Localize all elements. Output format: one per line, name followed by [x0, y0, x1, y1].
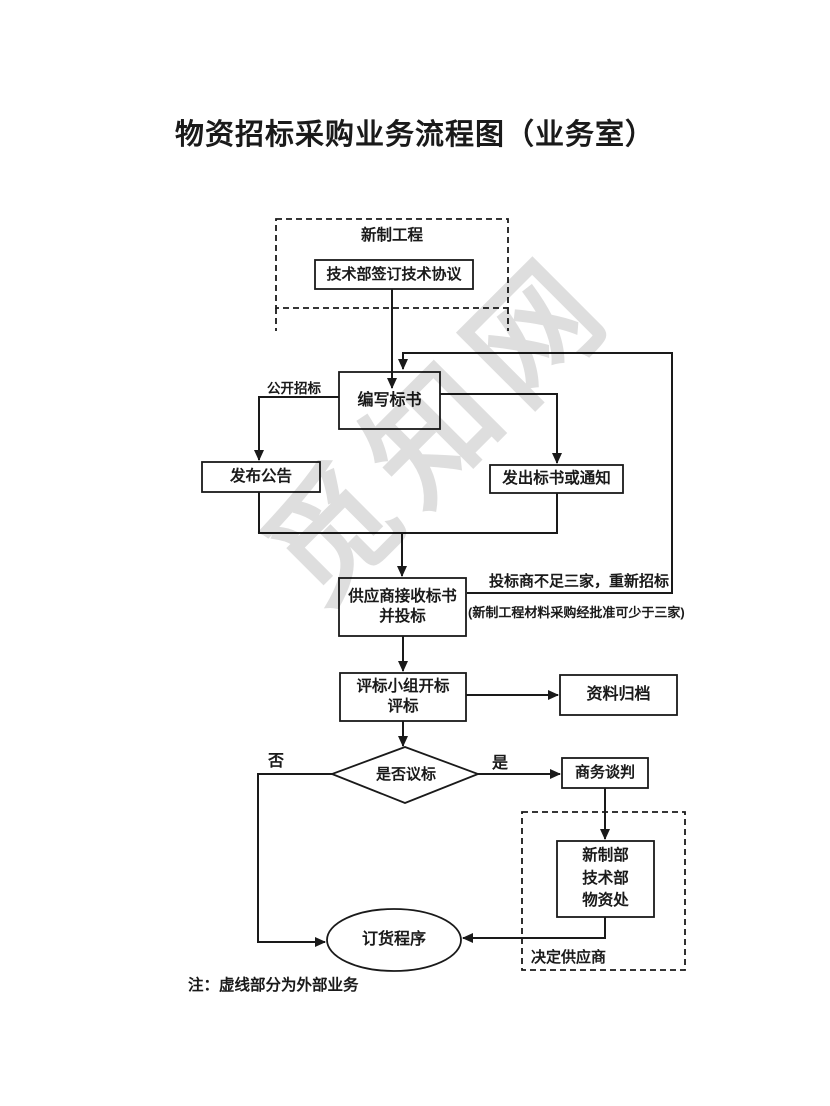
- open-bidding-label: 公开招标: [267, 381, 321, 396]
- negotiate-decision-label: 是否议标: [375, 766, 436, 784]
- yes-label: 是: [492, 755, 509, 772]
- edge-merge-line: [258, 492, 558, 534]
- departments-box: [556, 840, 655, 918]
- rebid-note-line2: (新制工程材料采购经批准可少于三家): [468, 605, 685, 620]
- business-negotiation-box: [561, 757, 649, 789]
- negotiate-decision-diamond: [329, 746, 481, 804]
- edge-write-bid-to-send-bid: [440, 393, 562, 464]
- archive-label: 资料归档: [586, 686, 651, 704]
- decide-supplier-label: 决定供应商: [531, 949, 607, 966]
- edge-write-bid-to-publish-notice: [254, 396, 339, 461]
- publish-notice-box: [201, 461, 321, 493]
- edge-rebid-feedback: [398, 352, 673, 594]
- edge-decision-no-to-order: [257, 773, 332, 947]
- external-group-label: 新制工程: [360, 227, 423, 244]
- order-procedure-ellipse: [326, 908, 462, 972]
- eval-committee-label: 评标小组开标 评标: [356, 677, 450, 715]
- business-negotiation-label: 商务谈判: [574, 764, 635, 782]
- no-label: 否: [268, 753, 285, 770]
- archive-box: [559, 674, 678, 716]
- publish-notice-label: 发布公告: [229, 467, 292, 485]
- rebid-note-line1: 投标商不足三家，重新招标: [489, 573, 670, 590]
- send-bid-label: 发出标书或通知: [502, 469, 611, 487]
- supplier-receive-label: 供应商接收标书 并投标: [348, 587, 457, 625]
- external-group-dashed-box: [275, 218, 509, 309]
- page-title: 物资招标采购业务流程图（业务室）: [174, 119, 655, 151]
- order-procedure-label: 订货程序: [361, 931, 426, 949]
- tech-agreement-box: [314, 259, 474, 290]
- write-bid-label: 编写标书: [357, 391, 422, 409]
- tech-agreement-label: 技术部签订技术协议: [326, 265, 462, 283]
- decide-supplier-dashed-box: [521, 811, 686, 971]
- departments-label: 新制部 技术部 物资处: [582, 847, 629, 910]
- footnote: 注：虚线部分为外部业务: [188, 977, 359, 994]
- edge-departments-to-order: [462, 917, 606, 943]
